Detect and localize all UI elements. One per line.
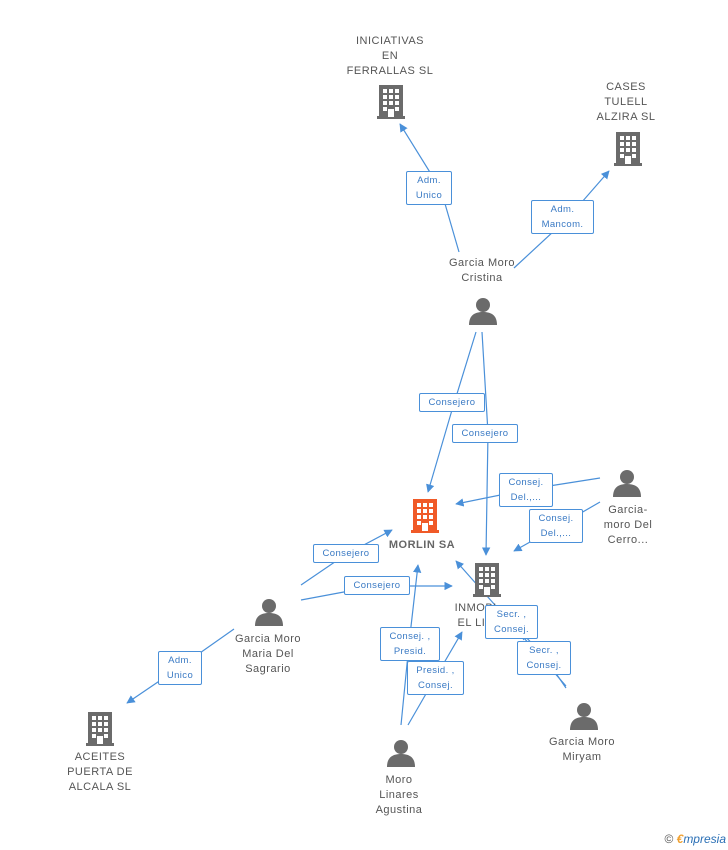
empresia-watermark: © €mpresia xyxy=(664,832,726,846)
edge-label[interactable]: Consejero xyxy=(313,544,379,563)
edge-label[interactable]: Consejero xyxy=(452,424,518,443)
node-label-agustina[interactable]: Moro Linares Agustina xyxy=(375,774,423,816)
edge-line xyxy=(426,331,477,493)
node-label-maria[interactable]: Garcia Moro Maria Del Sagrario xyxy=(234,633,302,675)
copyright-icon: © xyxy=(664,832,674,846)
edge-label[interactable]: Consej. , Presid. xyxy=(380,627,440,661)
edge-label[interactable]: Secr. , Consej. xyxy=(517,641,571,675)
node-label-cristina[interactable]: Garcia Moro Cristina xyxy=(448,257,516,284)
empresia-logo-text: mpresia xyxy=(683,832,726,846)
node-label-miryam[interactable]: Garcia Moro Miryam xyxy=(548,736,616,763)
building-icon[interactable] xyxy=(377,85,405,119)
node-label-garcia-moro-del-cerro[interactable]: Garcia- moro Del Cerro... xyxy=(603,504,653,546)
node-label-morlin[interactable]: MORLIN SA xyxy=(388,539,456,551)
edge-line xyxy=(481,331,491,556)
edge-label[interactable]: Consejero xyxy=(344,576,410,595)
person-icon[interactable] xyxy=(255,599,283,626)
person-icon[interactable] xyxy=(613,470,641,497)
edge-label[interactable]: Adm. Unico xyxy=(158,651,202,685)
edge-label[interactable]: Consej. Del.,... xyxy=(529,509,583,543)
empresia-logo-e: € xyxy=(676,832,684,846)
building-icon[interactable] xyxy=(614,132,642,166)
node-label-iniciativas[interactable]: INICIATIVAS EN FERRALLAS SL xyxy=(346,35,434,77)
building-icon[interactable] xyxy=(473,563,501,597)
edge-label[interactable]: Consej. Del.,... xyxy=(499,473,553,507)
building-icon[interactable] xyxy=(411,499,439,533)
person-icon[interactable] xyxy=(469,298,497,325)
person-icon[interactable] xyxy=(570,703,598,730)
edge-label[interactable]: Adm. Unico xyxy=(406,171,452,205)
edge-label[interactable]: Secr. , Consej. xyxy=(485,605,538,639)
edge-label[interactable]: Consejero xyxy=(419,393,485,412)
building-icon[interactable] xyxy=(86,712,114,746)
edge-label[interactable]: Presid. , Consej. xyxy=(407,661,464,695)
node-label-aceites[interactable]: ACEITES PUERTA DE ALCALA SL xyxy=(67,751,133,793)
node-label-cases[interactable]: CASES TULELL ALZIRA SL xyxy=(596,81,656,123)
person-icon[interactable] xyxy=(387,740,415,767)
edge-label[interactable]: Adm. Mancom. xyxy=(531,200,594,234)
